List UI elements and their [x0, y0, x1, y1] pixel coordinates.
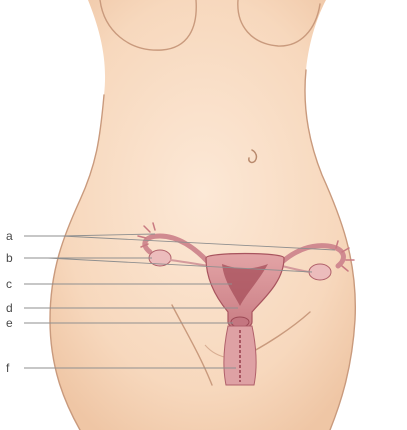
right-ovary: [309, 264, 331, 280]
label-f: f: [6, 361, 10, 375]
label-group: a b c d e f: [6, 229, 13, 375]
label-e: e: [6, 316, 13, 330]
label-b: b: [6, 251, 13, 265]
label-a: a: [6, 229, 13, 243]
label-c: c: [6, 277, 12, 291]
label-d: d: [6, 301, 13, 315]
